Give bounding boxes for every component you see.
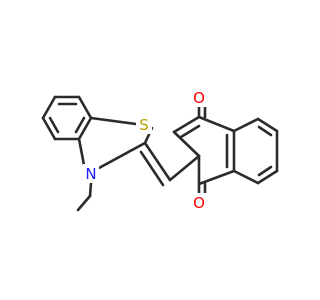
benzene-bond (77, 116, 93, 141)
nitrogen-label-bg (83, 164, 99, 183)
molecule-structure: S N O O (41, 88, 279, 212)
oxygen-top-atom-label: O (193, 89, 205, 107)
c-s-bond (89, 116, 138, 126)
naphthalene-double-bond-inner (257, 165, 273, 177)
bond-layer (41, 95, 279, 212)
sulfur-label-bg (136, 115, 152, 134)
quinone-bond (197, 169, 236, 186)
oxygen-bottom-atom-label: O (193, 194, 205, 212)
naphthalene-double-bond-inner (257, 125, 273, 137)
oxygen-bottom-label-bg (191, 193, 208, 212)
benzene-double-bond-inner (74, 116, 86, 134)
methine-bond (168, 154, 201, 182)
naphthalene-bond (232, 169, 260, 185)
benzene-bond (41, 95, 57, 120)
benzene-double-bond-inner (48, 116, 60, 134)
c2-n-bond (97, 141, 147, 170)
quinone-double-bond-inner (179, 124, 201, 139)
methylidene-bond (143, 141, 172, 182)
n-methyl-bond (88, 181, 93, 198)
nitrogen-atom-label: N (85, 165, 96, 183)
molecule-diagram: S N O O (41, 88, 279, 212)
sulfur-atom-label: S (139, 116, 149, 134)
naphthalene-bond (256, 169, 279, 185)
quinone-bond (172, 130, 201, 158)
oxygen-top-label-bg (191, 88, 208, 107)
atom-label-layer: S N O O (83, 88, 208, 212)
naphthalene-bond (256, 117, 279, 133)
n-methyl-bond (76, 194, 92, 212)
quinone-bond (197, 115, 236, 133)
benzene-bond (77, 95, 93, 120)
methylidene-double-bond (139, 150, 165, 187)
naphthalene-bond (232, 117, 260, 133)
n-c-bond (77, 137, 86, 167)
benzene-bond (41, 116, 57, 141)
quinone-bond (172, 115, 201, 134)
